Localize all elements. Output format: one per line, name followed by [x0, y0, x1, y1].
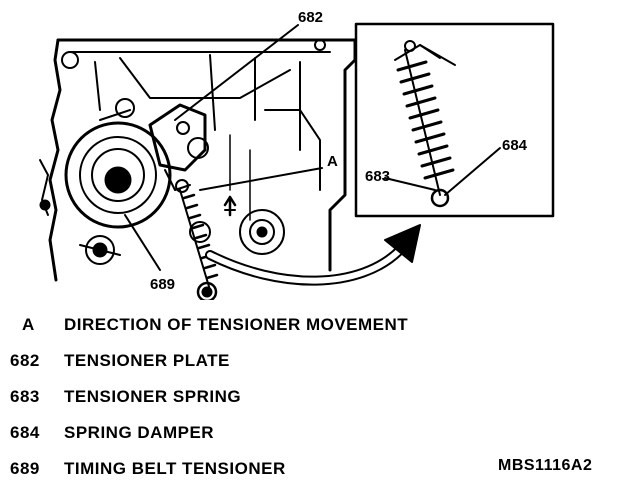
detail-arrow	[205, 224, 421, 286]
legend-text: TENSIONER SPRING	[64, 387, 242, 406]
callout-689: 689	[150, 276, 175, 293]
callout-684: 684	[502, 137, 528, 154]
leader-lines	[124, 24, 501, 271]
tensioner-spring-installed	[175, 179, 219, 300]
tensioner-plate	[148, 103, 209, 191]
legend-text: DIRECTION OF TENSIONER MOVEMENT	[64, 315, 409, 334]
detail-inset	[354, 22, 555, 218]
engine-housing	[39, 38, 357, 282]
idler-bolt	[79, 209, 285, 265]
tensioner-diagram: 682 A 683 684 689	[39, 9, 555, 300]
callout-682: 682	[298, 9, 323, 26]
legend-code: 682	[10, 351, 40, 370]
legend-code: 684	[10, 423, 40, 442]
legend-text: SPRING DAMPER	[64, 423, 215, 442]
legend-code: 683	[10, 387, 40, 406]
legend-text: TENSIONER PLATE	[64, 351, 230, 370]
timing-belt-tensioner	[64, 98, 172, 229]
callout-683: 683	[365, 168, 390, 185]
callout-a: A	[327, 153, 338, 170]
figure-id: MBS1116A2	[498, 457, 593, 474]
legend-row-684: 684 SPRING DAMPER	[0, 418, 500, 448]
legend-code: 689	[10, 459, 40, 478]
legend-row-689: 689 TIMING BELT TENSIONER	[0, 454, 500, 484]
legend-row-682: 682 TENSIONER PLATE	[0, 346, 500, 376]
legend-row-683: 683 TENSIONER SPRING	[0, 382, 500, 412]
legend-text: TIMING BELT TENSIONER	[64, 459, 286, 478]
legend-code: A	[22, 315, 35, 334]
direction-arrow-a	[223, 195, 237, 217]
legend-row-a: A DIRECTION OF TENSIONER MOVEMENT	[0, 310, 500, 340]
